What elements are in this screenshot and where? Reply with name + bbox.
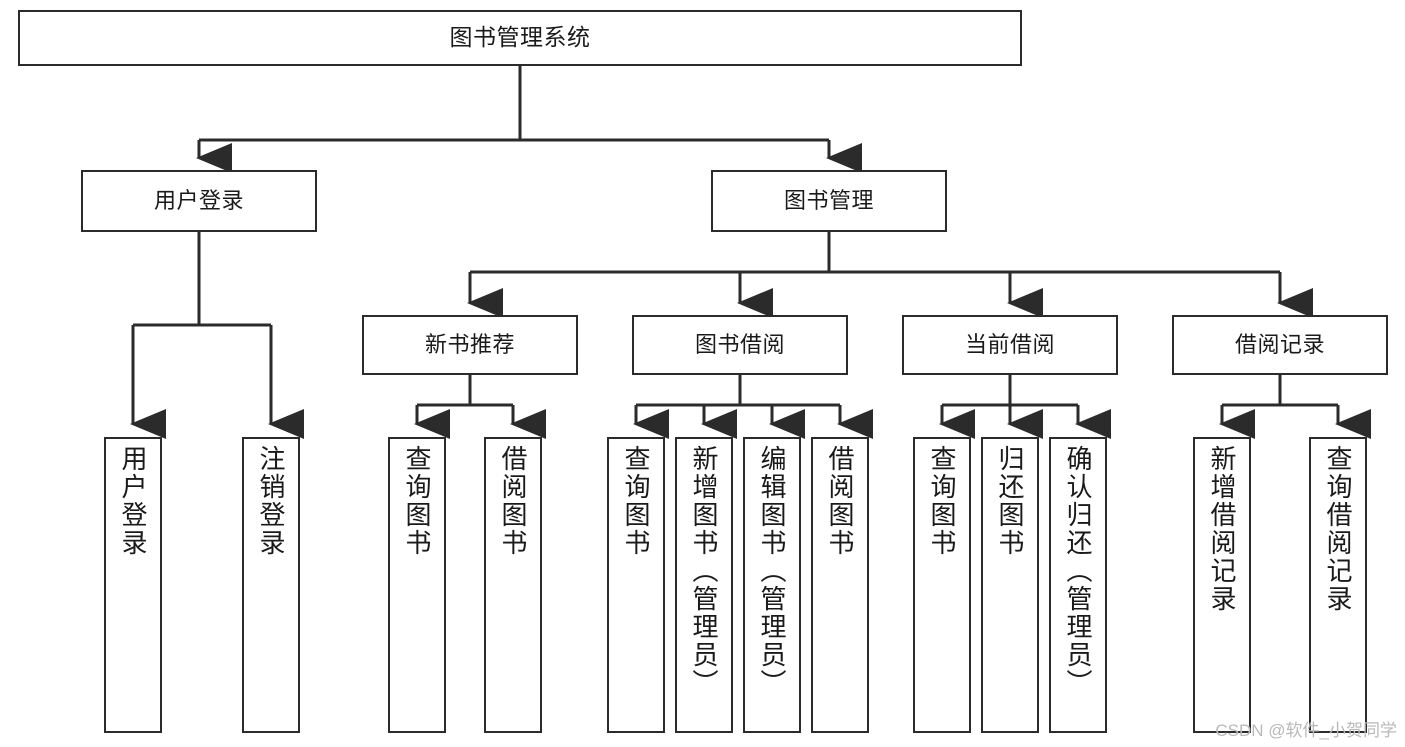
node-borrow-record[interactable]: 借阅记录 (1172, 315, 1388, 375)
node-label: 当前借阅 (964, 331, 1055, 357)
node-label: 查询图书 (927, 445, 957, 557)
node-label: 新增借阅记录 (1207, 445, 1237, 613)
node-label: 查询借阅记录 (1323, 445, 1353, 613)
node-label: 图书管理系统 (449, 24, 591, 51)
leaf-book-borrow-borrow-books[interactable]: 借阅图书 (811, 437, 869, 733)
node-label: 查询图书 (621, 445, 651, 557)
node-label: 用户登录 (118, 445, 148, 557)
node-root-book-management-system[interactable]: 图书管理系统 (18, 10, 1022, 66)
node-book-borrow[interactable]: 图书借阅 (632, 315, 848, 375)
node-label: 新书推荐 (424, 331, 515, 357)
node-label: 编辑图书（管理员） (757, 445, 787, 697)
csdn-watermark: CSDN @软件_小贺同学 (1215, 721, 1397, 740)
leaf-current-borrow-return-books[interactable]: 归还图书 (981, 437, 1039, 733)
node-label: 借阅记录 (1234, 331, 1325, 357)
node-current-borrow[interactable]: 当前借阅 (902, 315, 1118, 375)
leaf-user-login-login[interactable]: 用户登录 (104, 437, 162, 733)
node-label: 用户登录 (153, 187, 244, 213)
leaf-new-book-query-books[interactable]: 查询图书 (388, 437, 446, 733)
leaf-current-borrow-confirm-return-admin[interactable]: 确认归还（管理员） (1049, 437, 1107, 733)
node-user-login[interactable]: 用户登录 (81, 170, 317, 232)
node-label: 借阅图书 (498, 445, 528, 557)
node-label: 图书管理 (783, 187, 874, 213)
node-label: 查询图书 (402, 445, 432, 557)
node-label: 新增图书（管理员） (689, 445, 719, 697)
leaf-new-book-borrow-books[interactable]: 借阅图书 (484, 437, 542, 733)
node-label: 确认归还（管理员） (1063, 445, 1093, 697)
node-new-book-recommend[interactable]: 新书推荐 (362, 315, 578, 375)
leaf-borrow-record-add-record[interactable]: 新增借阅记录 (1193, 437, 1251, 733)
node-book-management[interactable]: 图书管理 (711, 170, 947, 232)
node-label: 图书借阅 (694, 331, 785, 357)
node-label: 注销登录 (256, 445, 286, 557)
leaf-current-borrow-query-books[interactable]: 查询图书 (913, 437, 971, 733)
node-label: 归还图书 (995, 445, 1025, 557)
leaf-book-borrow-query-books[interactable]: 查询图书 (607, 437, 665, 733)
leaf-borrow-record-query-record[interactable]: 查询借阅记录 (1309, 437, 1367, 733)
node-label: 借阅图书 (825, 445, 855, 557)
leaf-book-borrow-add-book-admin[interactable]: 新增图书（管理员） (675, 437, 733, 733)
leaf-user-login-logout[interactable]: 注销登录 (242, 437, 300, 733)
leaf-book-borrow-edit-book-admin[interactable]: 编辑图书（管理员） (743, 437, 801, 733)
